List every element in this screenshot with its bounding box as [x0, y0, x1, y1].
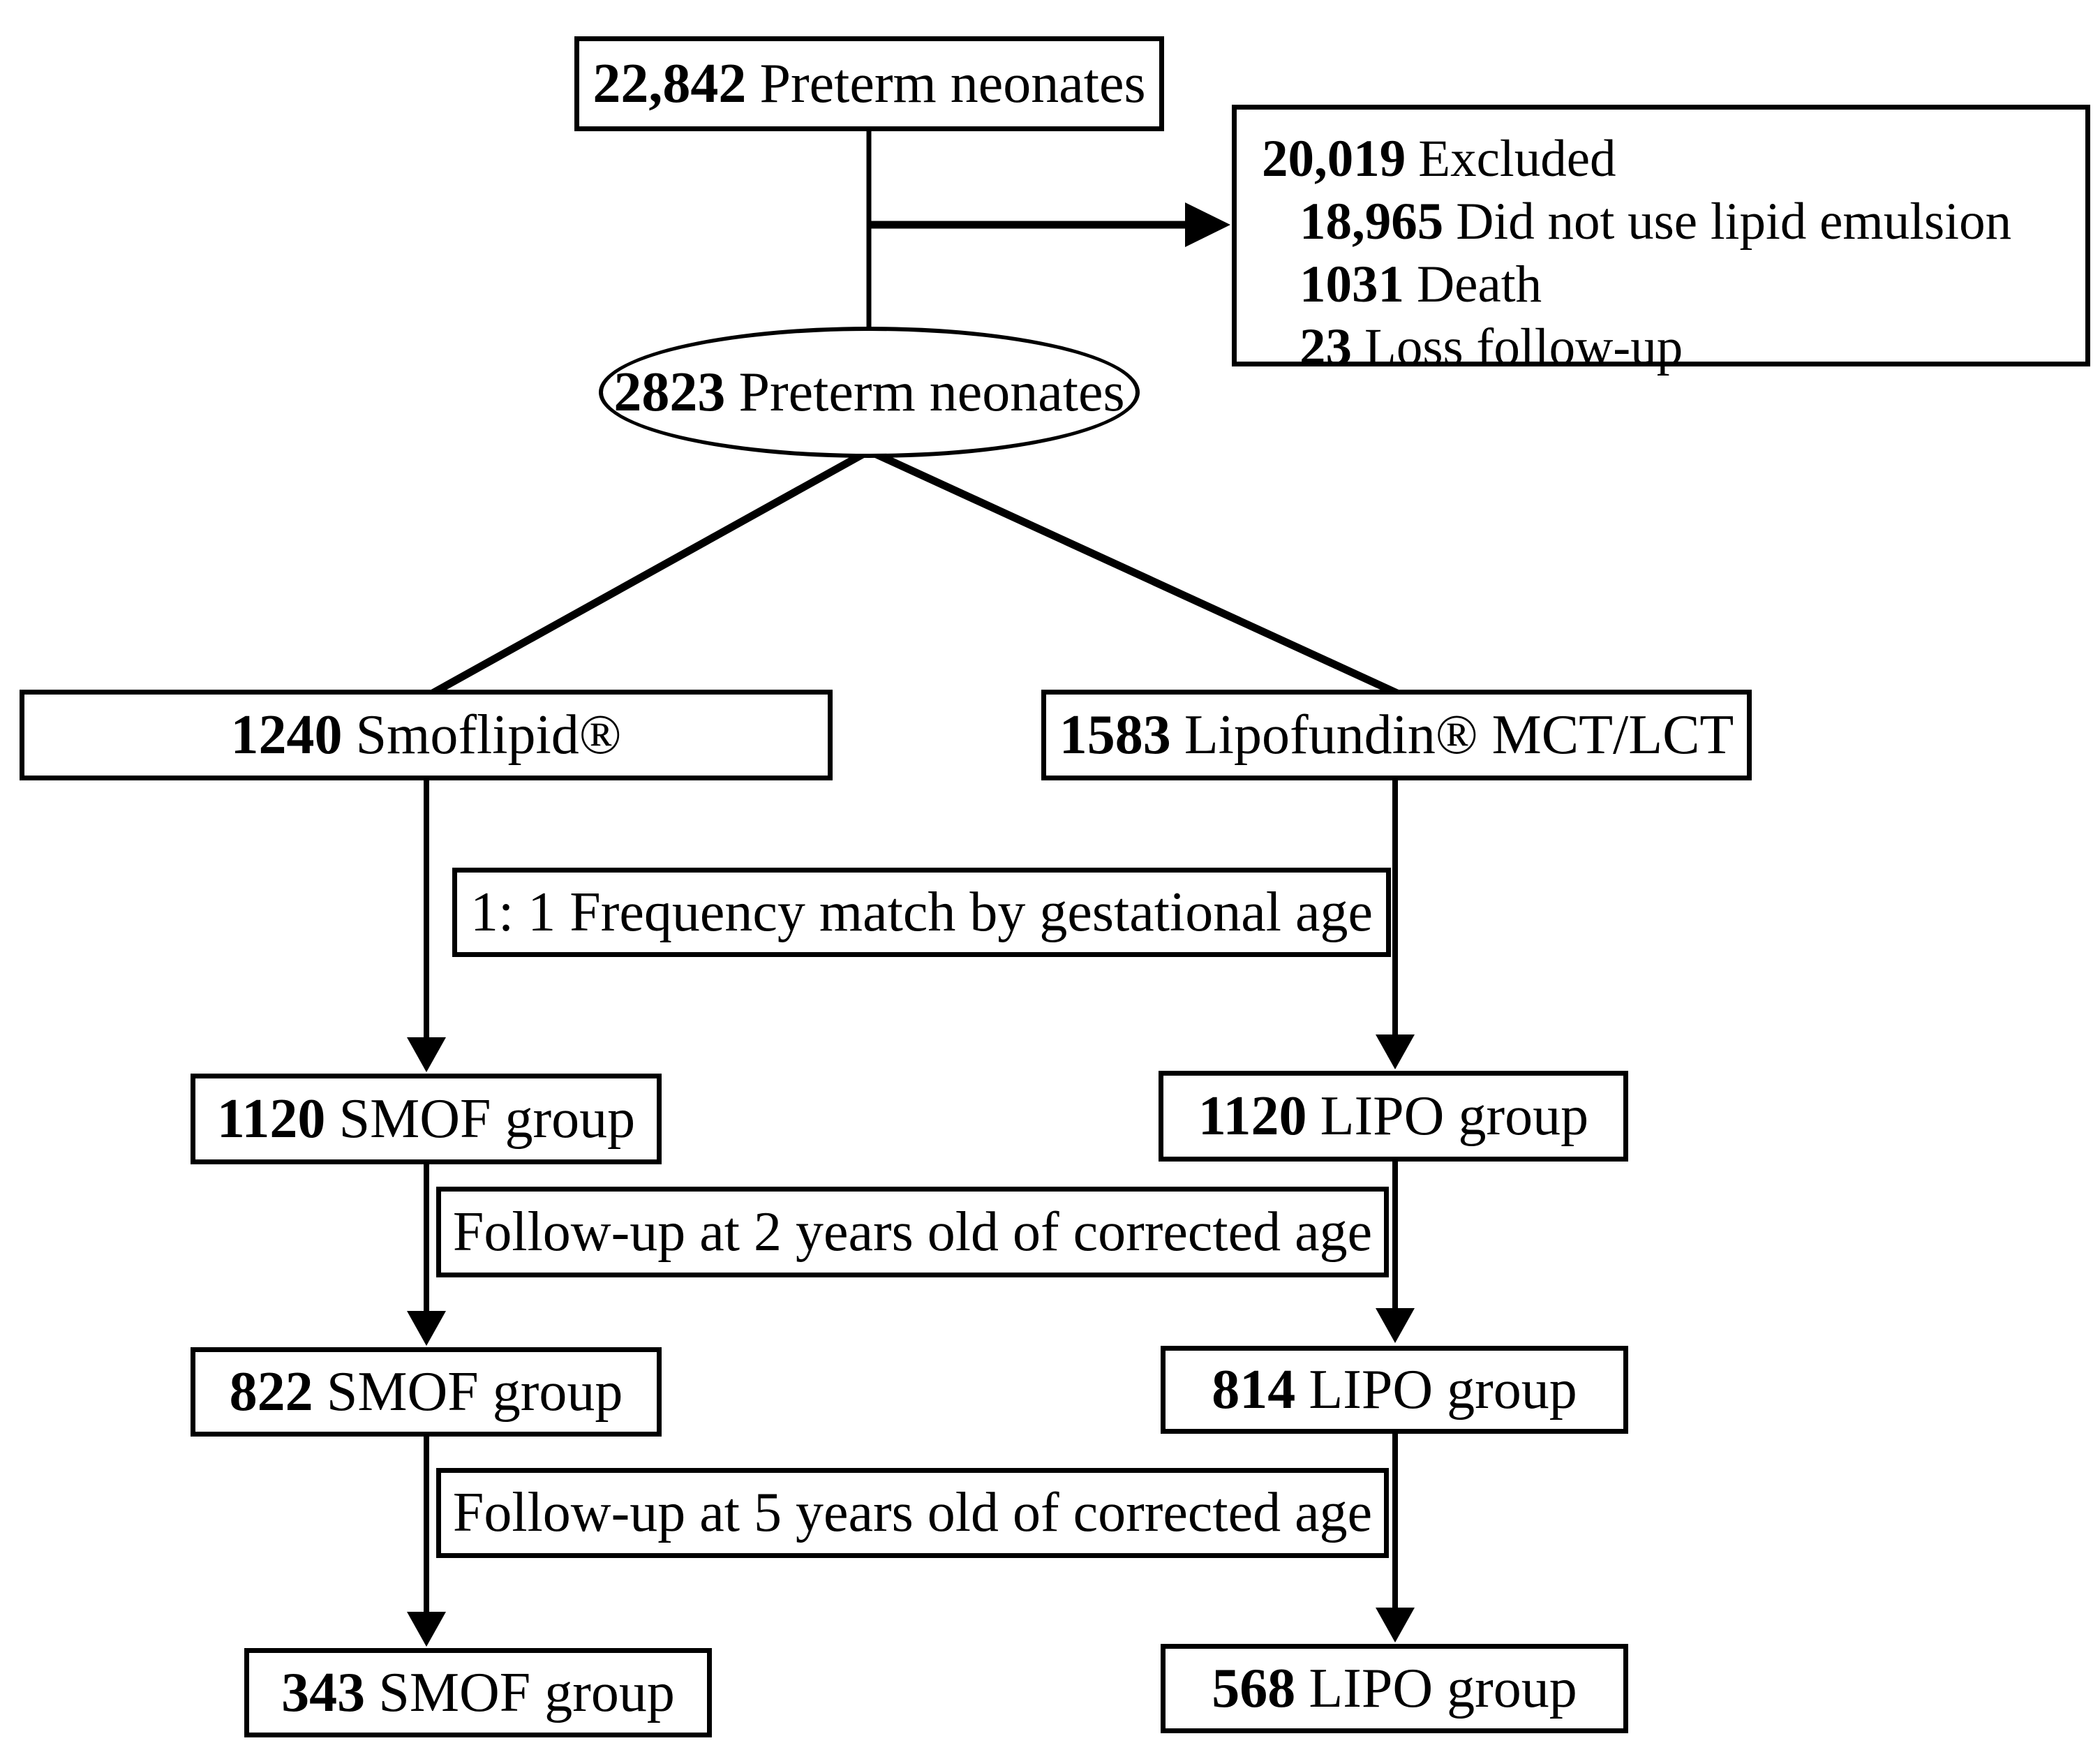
arrowhead-smof-matched — [407, 1037, 446, 1072]
node-count: 1120 — [1198, 1085, 1307, 1147]
node-count: 1583 — [1059, 704, 1171, 766]
edge-eligible-to-smoflipid — [429, 447, 871, 697]
node-label: Smoflipid® — [355, 704, 622, 766]
arrowhead-excluded — [1185, 202, 1230, 247]
reason-count: 18,965 — [1300, 193, 1444, 251]
arrowhead-smof-5y — [407, 1612, 446, 1647]
reason-label: Loss follow-up — [1364, 318, 1683, 376]
node-count: 20,019 — [1262, 130, 1406, 188]
node-followup-2y: Follow-up at 2 years old of corrected ag… — [436, 1187, 1389, 1277]
reason-count: 1031 — [1300, 255, 1404, 313]
arrowhead-lipo-2y — [1376, 1308, 1415, 1343]
reason-label: Death — [1417, 255, 1542, 313]
reason-label: Did not use lipid emulsion — [1456, 193, 2012, 251]
node-label: SMOF group — [326, 1360, 623, 1423]
node-count: 1120 — [216, 1088, 326, 1150]
arrowhead-smof-2y — [407, 1311, 446, 1346]
node-label: Follow-up at 2 years old of corrected ag… — [452, 1201, 1373, 1263]
node-label: LIPO group — [1320, 1085, 1589, 1147]
node-label: Preterm neonates — [759, 52, 1146, 114]
node-label: Preterm neonates — [738, 361, 1125, 423]
node-label: Follow-up at 5 years old of corrected ag… — [452, 1482, 1373, 1543]
arrowhead-lipo-matched — [1376, 1034, 1415, 1069]
node-count: 343 — [281, 1661, 366, 1723]
node-label: Lipofundin® MCT/LCT — [1184, 704, 1734, 766]
node-match-step: 1: 1 Frequency match by gestational age — [452, 868, 1391, 957]
node-label: SMOF group — [378, 1661, 675, 1723]
node-followup-5y: Follow-up at 5 years old of corrected ag… — [436, 1468, 1389, 1558]
node-count: 568 — [1212, 1657, 1296, 1719]
node-count: 2823 — [613, 361, 726, 423]
node-label: SMOF group — [338, 1088, 636, 1150]
reason-count: 23 — [1300, 318, 1352, 376]
node-label: LIPO group — [1309, 1358, 1577, 1421]
edge-eligible-to-lipofundin — [867, 447, 1401, 697]
node-count: 822 — [229, 1360, 313, 1423]
node-label: 1: 1 Frequency match by gestational age — [470, 881, 1373, 943]
node-count: 814 — [1212, 1358, 1296, 1421]
arrowhead-lipo-5y — [1376, 1608, 1415, 1642]
node-label: Excluded — [1418, 130, 1616, 188]
node-label: LIPO group — [1309, 1657, 1577, 1719]
node-count: 22,842 — [593, 52, 747, 114]
node-count: 1240 — [230, 704, 343, 766]
